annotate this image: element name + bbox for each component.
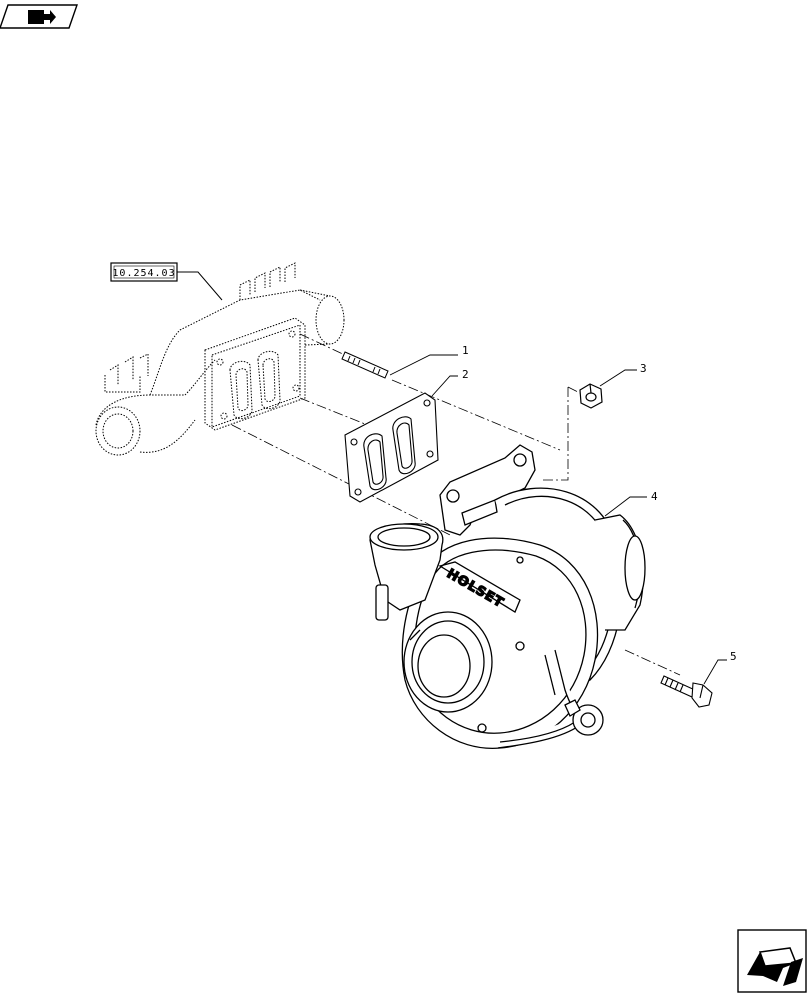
callout-label-3: 3 — [640, 362, 647, 375]
callout-label-4: 4 — [651, 490, 658, 503]
callout-2: 2 — [431, 368, 469, 397]
callout-5: 5 — [703, 650, 737, 685]
stud-part-1[interactable] — [341, 351, 389, 379]
turbocharger-part-4[interactable]: HOLSET — [369, 444, 646, 749]
callout-3: 3 — [599, 362, 647, 387]
callout-label-2: 2 — [462, 368, 469, 381]
callout-label-5: 5 — [730, 650, 737, 663]
reference-leader — [177, 271, 223, 301]
bolt-part-5[interactable] — [660, 675, 713, 708]
reference-label-box[interactable]: 10.254.03 — [110, 262, 178, 282]
callout-4: 4 — [604, 490, 658, 517]
header-nav-icon[interactable] — [0, 4, 78, 29]
nut-part-3[interactable] — [579, 383, 603, 409]
callout-label-1: 1 — [462, 344, 469, 357]
footer-nav-button[interactable] — [737, 929, 807, 993]
next-page-arrow-icon — [747, 947, 803, 986]
callout-1: 1 — [389, 344, 469, 376]
book-arrow-icon — [28, 10, 56, 24]
reference-label: 10.254.03 — [112, 268, 175, 279]
exhaust-manifold — [95, 262, 345, 456]
gasket-part-2[interactable] — [344, 392, 439, 503]
